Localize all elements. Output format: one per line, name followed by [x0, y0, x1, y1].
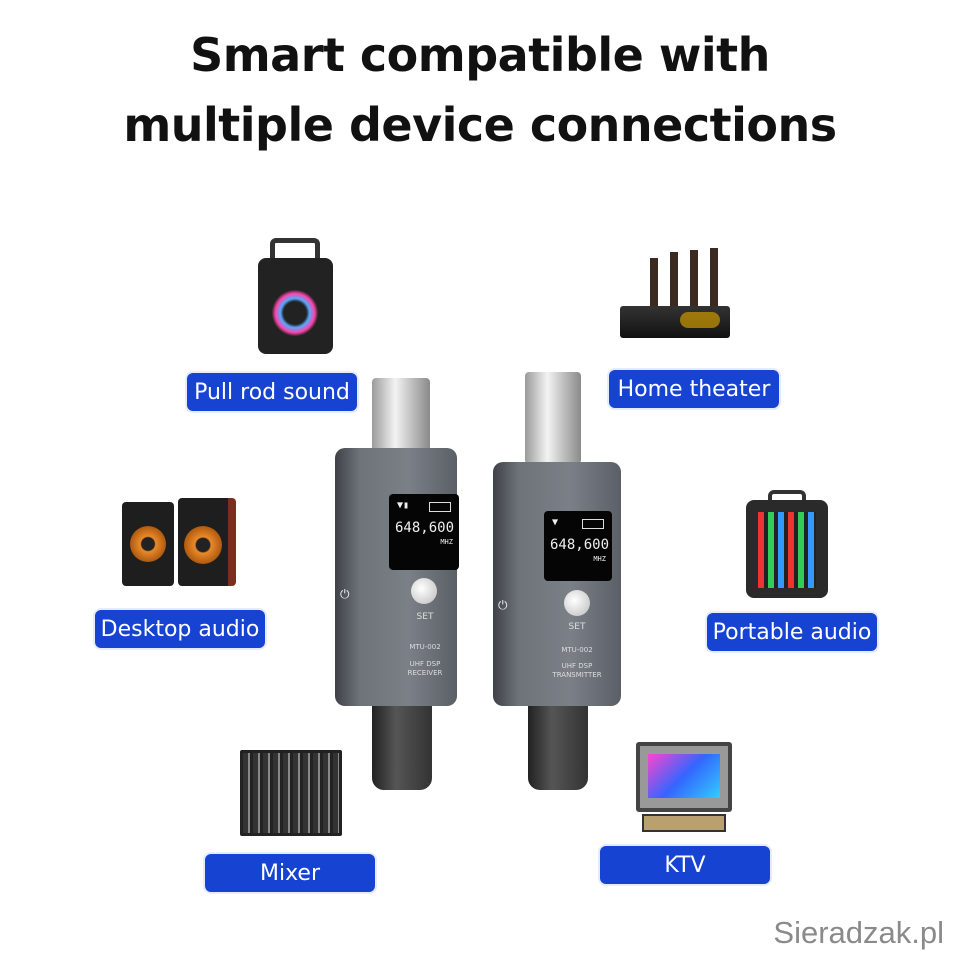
transmitter-unit: MHZ	[593, 555, 606, 563]
receiver-set-button[interactable]	[411, 578, 437, 604]
headline-line-2: multiple device connections	[123, 98, 837, 152]
label-ktv: KTV	[600, 846, 770, 884]
receiver-set-label: SET	[416, 612, 434, 622]
power-icon: ⏻	[340, 587, 350, 601]
headline-line-1: Smart compatible with	[190, 28, 770, 82]
watermark: Sieradzak.pl	[773, 915, 944, 950]
receiver-model: MTU-002	[409, 643, 441, 651]
transmitter-screen: ▼ 648,600 MHZ	[544, 511, 612, 581]
receiver-frequency: 648,600	[395, 520, 455, 536]
battery-icon	[582, 519, 604, 529]
home-theater-image	[620, 248, 730, 348]
receiver-screen: ▼▮ 648,600 MHZ	[389, 494, 459, 570]
power-icon: ⏻	[498, 598, 508, 612]
mixer-image	[240, 750, 342, 836]
transmitter-type-2: TRANSMITTER	[552, 671, 602, 679]
transmitter-set-button[interactable]	[564, 590, 590, 616]
desktop-speakers-image	[122, 498, 237, 588]
transmitter-type-1: UHF DSP	[561, 662, 593, 670]
receiver-type-1: UHF DSP	[409, 660, 441, 668]
portable-speaker-image	[746, 490, 828, 600]
receiver-unit: MHZ	[440, 538, 453, 546]
receiver-type-2: RECEIVER	[407, 669, 443, 677]
label-home-theater: Home theater	[609, 370, 779, 408]
pull-rod-speaker-image	[258, 238, 333, 356]
label-portable-audio: Portable audio	[707, 613, 877, 651]
antenna-icon: ▼	[552, 517, 559, 528]
battery-icon	[429, 502, 451, 512]
label-pull-rod-sound: Pull rod sound	[187, 373, 357, 411]
transmitter-frequency: 648,600	[550, 537, 610, 553]
transmitter-model: MTU-002	[561, 646, 593, 654]
ktv-image	[636, 742, 732, 834]
label-desktop-audio: Desktop audio	[95, 610, 265, 648]
signal-icon: ▼▮	[397, 500, 410, 511]
transmitter-set-label: SET	[568, 622, 586, 632]
label-mixer: Mixer	[205, 854, 375, 892]
